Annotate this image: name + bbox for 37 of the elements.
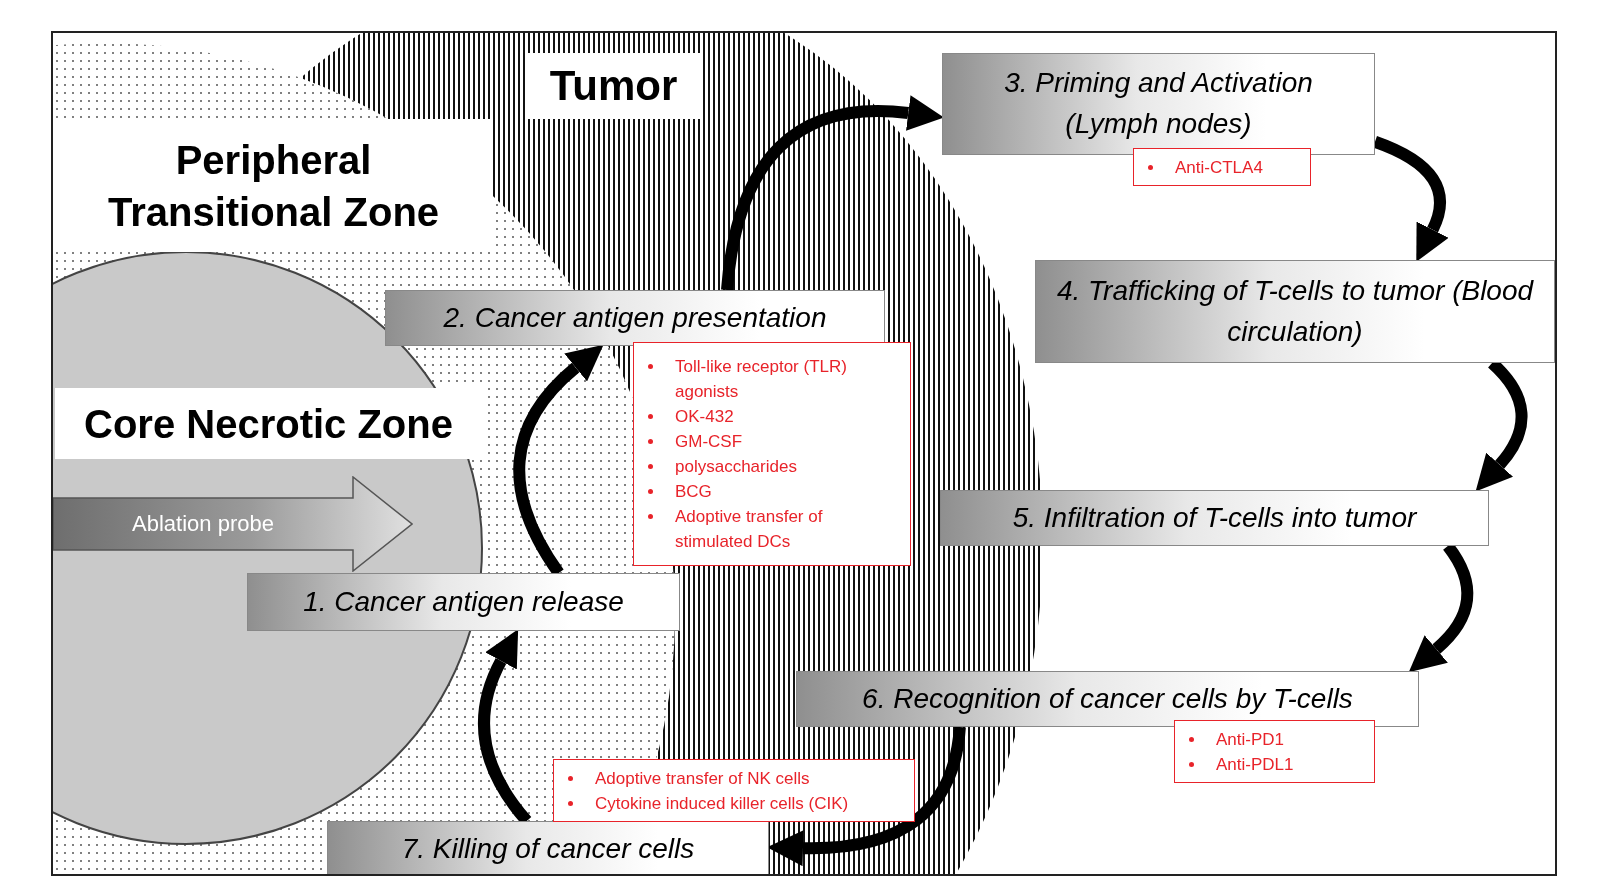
therapy-item: Adoptive transfer of NK cells (595, 767, 810, 790)
step-label: 3. Priming and Activation (Lymph nodes) (1003, 66, 1314, 141)
therapy-list-box (1133, 148, 1311, 186)
probe-arrow (53, 476, 413, 572)
therapy-item: GM-CSF (675, 431, 743, 453)
therapy-list-box (1174, 720, 1375, 783)
step-label: 5. Infiltration of T-cells into tumor (1012, 500, 1417, 535)
zone-label: Tumor (549, 60, 678, 111)
step-box (940, 490, 1489, 546)
zone-label: Core Necrotic Zone (84, 400, 453, 448)
therapy-item: Anti-PD1 (1216, 728, 1285, 751)
zone-label: Peripheral Transitional Zone (106, 136, 441, 236)
therapy-item: Anti-PDL1 (1216, 753, 1294, 776)
therapy-item: Cytokine induced killer cells (CIK) (595, 792, 849, 815)
step-box (327, 821, 769, 874)
curved-arrow (721, 95, 945, 291)
therapy-item: Adoptive transfer of stimulated DCs (675, 506, 824, 553)
therapy-list-box (553, 759, 915, 822)
probe-label: Ablation probe (131, 511, 275, 537)
step-box (385, 290, 885, 346)
therapy-item: BCG (675, 481, 712, 503)
step-box (796, 671, 1419, 727)
step-label: 7. Killing of cancer cells (401, 831, 695, 866)
step-label: 2. Cancer antigen presentation (443, 300, 827, 335)
therapy-item: OK-432 (675, 406, 734, 428)
therapy-list-box (633, 342, 911, 566)
therapy-item: Anti-CTLA4 (1175, 156, 1263, 179)
step-label: 4. Trafficking of T-cells to tumor (Blood circulation) (1055, 273, 1535, 349)
step-box (942, 53, 1375, 155)
step-label: 1. Cancer antigen release (303, 584, 624, 619)
curved-arrow (1372, 136, 1450, 263)
step-label: 6. Recognition of cancer cells by T-cells (862, 681, 1353, 716)
therapy-item: Toll-like receptor (TLR) agonists (675, 356, 848, 403)
step-box (247, 573, 680, 631)
step-box (1035, 260, 1555, 363)
therapy-item: polysaccharides (675, 456, 797, 478)
curved-arrow (767, 726, 966, 867)
